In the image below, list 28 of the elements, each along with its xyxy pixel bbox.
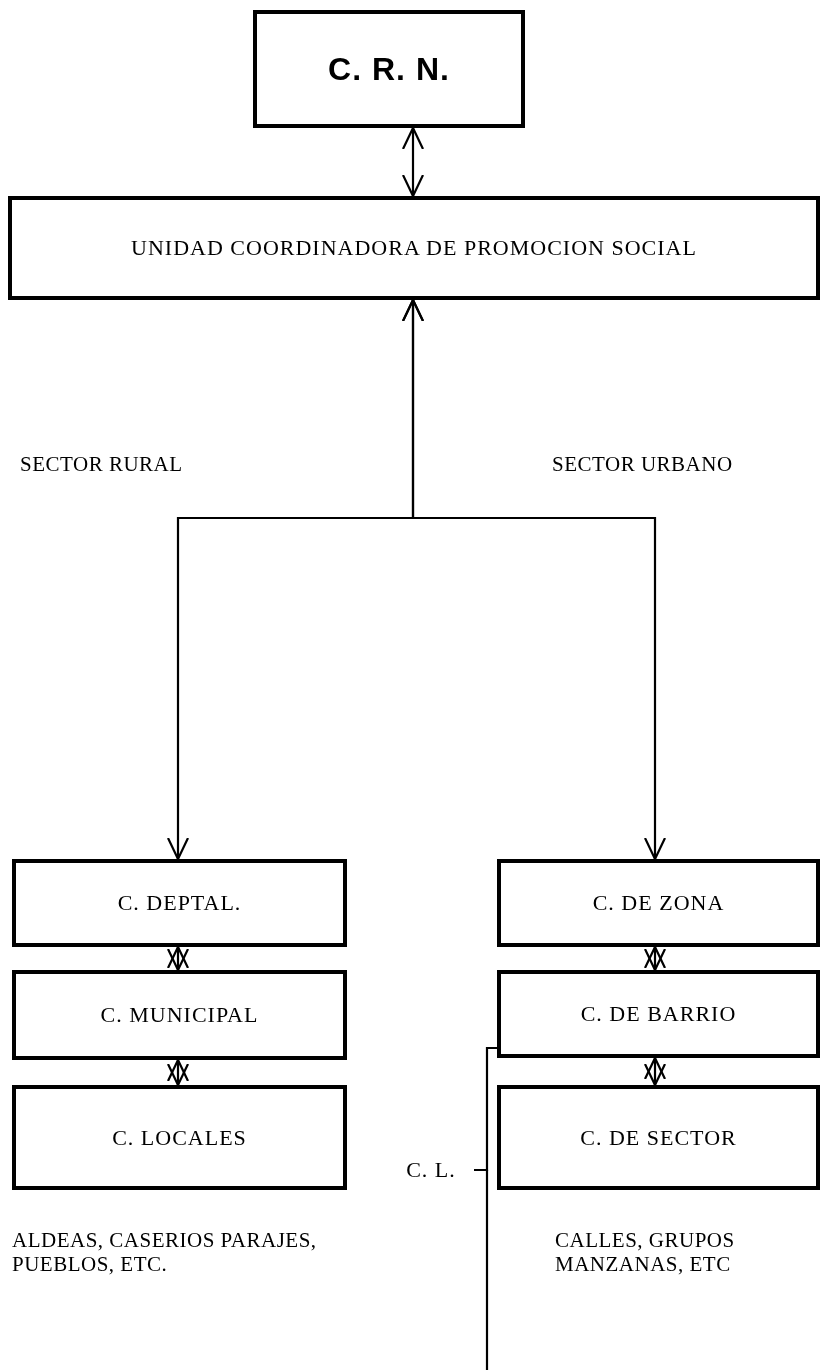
connector-line (474, 1046, 497, 1172)
note-text: ALDEAS, CASERIOS PARAJES, PUEBLOS, ETC. (12, 1228, 318, 1277)
unit-name: C. DE BARRIO (580, 1000, 737, 1029)
note-text: CALLES, GRUPOS MANZANAS, ETC (555, 1228, 736, 1277)
double-arrow (166, 945, 190, 972)
org-unit-box (12, 1085, 347, 1190)
unit-name: C. DE SECTOR (580, 1123, 737, 1152)
sector-label: SECTOR RURAL (20, 452, 184, 477)
org-unit-box (12, 970, 347, 1060)
unit-name: C. MUNICIPAL (100, 1001, 259, 1030)
double-arrow (166, 1058, 190, 1087)
org-unit-box (8, 196, 820, 300)
sector-label: SECTOR URBANO (552, 452, 734, 477)
org-unit-box (12, 859, 347, 947)
unit-name: C. LOCALES (112, 1123, 247, 1152)
unit-name: C. DEPTAL. (117, 889, 242, 918)
double-arrow (401, 298, 667, 861)
unit-name: UNIDAD COORDINADORA DE PROMOCION SOCIAL (131, 234, 697, 263)
org-unit-box (497, 859, 820, 947)
label-text: C. L. (406, 1156, 456, 1185)
org-unit-box (497, 1085, 820, 1190)
double-arrow (401, 126, 425, 198)
unit-name: C. R. N. (328, 49, 450, 89)
double-arrow (643, 945, 667, 972)
double-arrow (643, 1056, 667, 1087)
org-unit-box (253, 10, 525, 128)
org-unit-box (497, 970, 820, 1058)
unit-name: C. DE ZONA (592, 889, 725, 918)
